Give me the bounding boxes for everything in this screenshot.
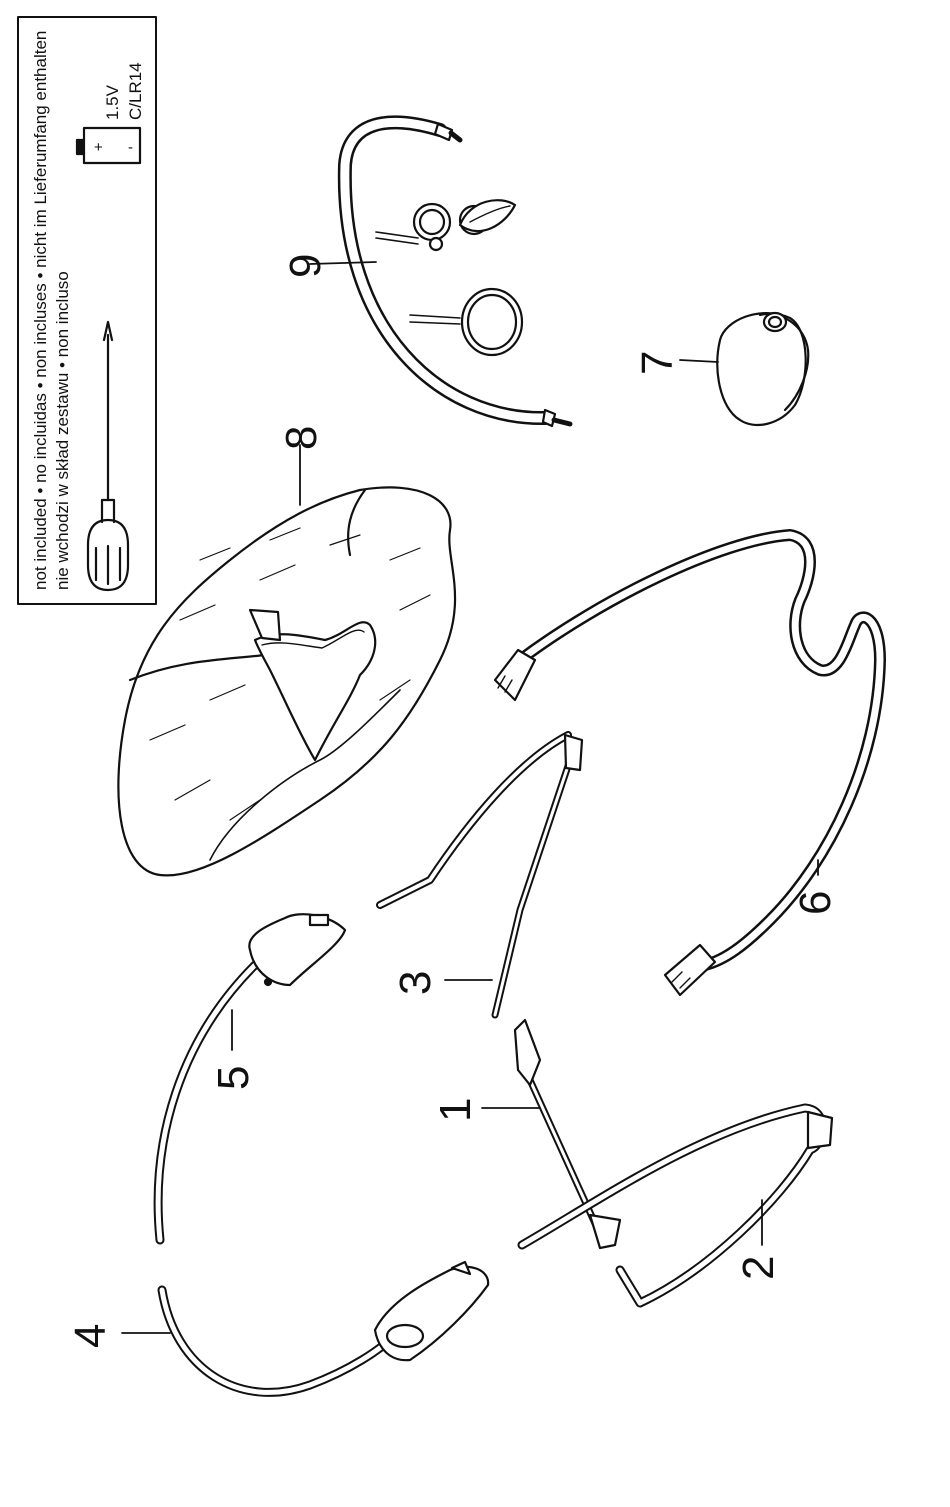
part-2-rear-leg [522, 1108, 832, 1303]
part-number-7: 7 [633, 351, 682, 375]
battery-plus: + [94, 139, 103, 156]
part-6-seat-frame [495, 535, 880, 995]
leader-7 [680, 360, 718, 362]
part-number-3: 3 [391, 971, 440, 995]
part-9-toy-bar [310, 122, 570, 426]
part-number-2: 2 [734, 1256, 783, 1280]
part-1-connector [482, 1020, 620, 1248]
battery-voltage: 1.5V [103, 84, 122, 120]
part-4-arm [122, 1262, 488, 1392]
part-7-motor-cover [680, 313, 808, 425]
notice-line-2: nie wchodzi w skład zestawu • non inclus… [53, 271, 72, 590]
part-number-8: 8 [277, 426, 326, 450]
notice-line-1: not included • no incluidas • non inclus… [31, 31, 50, 590]
part-8-seat-pad [118, 445, 455, 875]
not-included-box: not included • no incluidas • non inclus… [18, 17, 156, 604]
part-number-6: 6 [791, 891, 840, 915]
battery-minus: - [128, 139, 133, 156]
battery-type: C/LR14 [126, 62, 145, 120]
part-number-9: 9 [281, 254, 330, 278]
part-number-4: 4 [66, 1324, 115, 1348]
part-number-5: 5 [209, 1066, 258, 1090]
part-number-1: 1 [431, 1098, 480, 1122]
